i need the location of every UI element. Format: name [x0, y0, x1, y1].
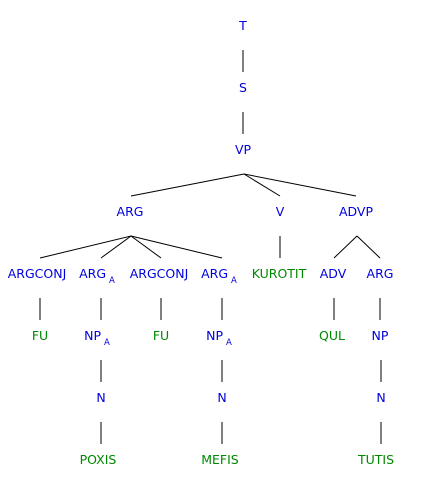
tree-node-n3: N	[376, 390, 385, 405]
tree-edge-vp-to-v	[243, 173, 281, 197]
tree-edge-advp-to-arg3	[356, 235, 381, 259]
tree-node-argconj1: ARGCONJ	[8, 266, 67, 281]
tree-edge-arg-to-argconj1	[39, 235, 132, 259]
tree-node-tutis: TUTIS	[357, 452, 394, 467]
tree-edge-vp-to-advp	[243, 173, 357, 197]
tree-edges	[39, 50, 382, 444]
tree-node-fu1: FU	[32, 328, 48, 343]
tree-edge-advp-to-adv	[333, 235, 358, 259]
tree-node-arg: ARG	[117, 204, 144, 219]
tree-node-adv: ADV	[320, 266, 347, 281]
tree-node-np3: NP	[372, 328, 389, 343]
tree-node-fu2: FU	[153, 328, 169, 343]
tree-node-kurotit: KUROTIT	[252, 266, 307, 281]
tree-node-advp: ADVP	[339, 204, 374, 219]
tree-node-poxis: POXIS	[80, 452, 117, 467]
tree-node-s: S	[239, 80, 247, 95]
tree-node-t: T	[238, 18, 247, 33]
tree-node-vp: VP	[235, 142, 252, 157]
tree-node-n2: N	[217, 390, 226, 405]
tree-edge-vp-to-arg	[130, 173, 245, 197]
tree-node-v: V	[276, 204, 285, 219]
tree-node-arg3: ARG	[367, 266, 394, 281]
tree-edge-arg-to-argconj2	[130, 235, 162, 259]
tree-node-n1: N	[96, 390, 105, 405]
tree-edge-arg-to-arg_a1	[100, 235, 132, 259]
tree-node-qul: QUL	[319, 328, 345, 343]
tree-node-argconj2: ARGCONJ	[130, 266, 189, 281]
tree-node-mefis: MEFIS	[201, 452, 239, 467]
tree-edge-arg-to-arg_a2	[130, 235, 223, 259]
